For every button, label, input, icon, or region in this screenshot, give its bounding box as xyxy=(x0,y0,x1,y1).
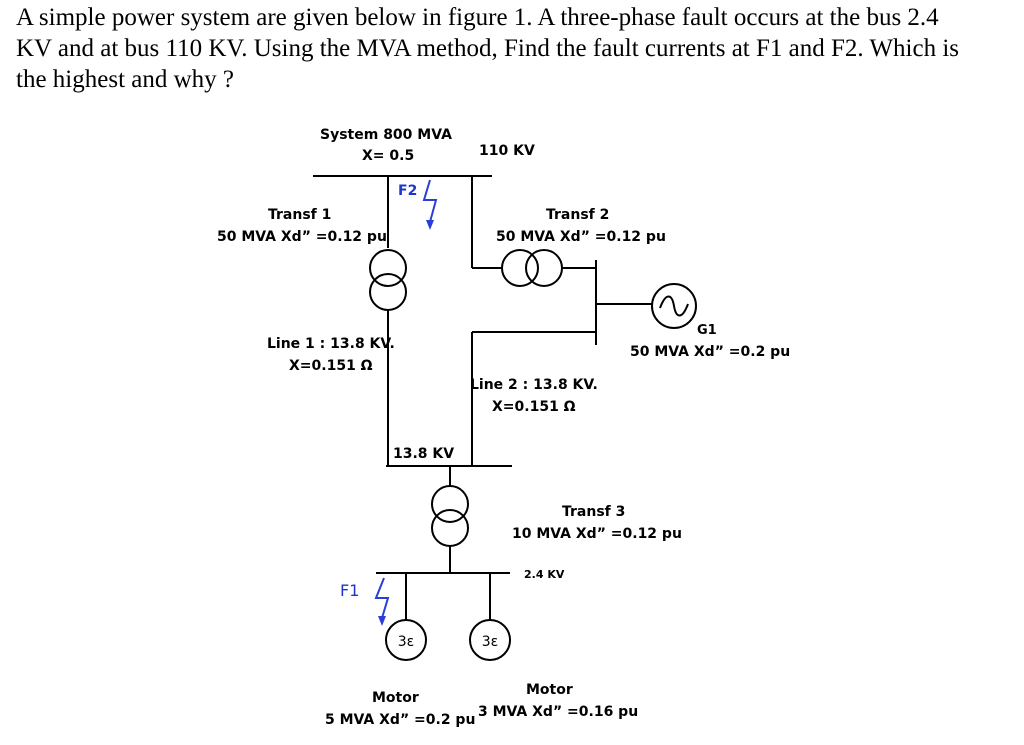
motor1-rating: 5 MVA Xd” =0.2 pu xyxy=(325,712,475,728)
system-label: System 800 MVA xyxy=(320,127,452,143)
transf3-coil-top xyxy=(431,485,469,523)
motor1-symbol xyxy=(385,619,427,661)
line1-label: Line 1 : 13.8 KV. xyxy=(267,336,395,352)
fault-f1-label: F1 xyxy=(340,581,359,600)
bus-2-4kv-label: 2.4 KV xyxy=(524,568,565,581)
transf1-rating: 50 MVA Xd” =0.12 pu xyxy=(217,229,387,245)
fault-f2-arrow-icon xyxy=(422,179,438,223)
motor1-symbol-label: 3ε xyxy=(398,634,414,650)
transf3-coil-bottom xyxy=(431,509,469,547)
generator-rating: 50 MVA Xd” =0.2 pu xyxy=(630,344,790,360)
transf2-rating: 50 MVA Xd” =0.12 pu xyxy=(496,229,666,245)
question-text: A simple power system are given below in… xyxy=(16,2,1016,95)
generator-name: G1 xyxy=(697,323,717,338)
fault-f1-arrow-icon xyxy=(374,577,390,619)
bus-13-8kv-label: 13.8 KV xyxy=(393,446,454,462)
motor2-symbol-label: 3ε xyxy=(482,634,498,650)
transf3-rating: 10 MVA Xd” =0.12 pu xyxy=(512,526,682,542)
transf1-label: Transf 1 xyxy=(268,207,331,223)
question-line-3: the highest and why ? xyxy=(16,66,235,93)
question-line-1: A simple power system are given below in… xyxy=(16,4,939,31)
fault-f2-label: F2 xyxy=(398,183,417,199)
fault-f1-arrowhead xyxy=(378,616,386,626)
question-line-2: KV and at bus 110 KV. Using the MVA meth… xyxy=(16,35,960,62)
line2-x-label: X=0.151 Ω xyxy=(492,399,576,415)
fault-f2-arrowhead xyxy=(426,220,434,230)
line1-x-label: X=0.151 Ω xyxy=(289,358,373,374)
transf1-coil-top xyxy=(369,249,407,287)
bus-110kv-label: 110 KV xyxy=(479,143,535,159)
transf3-label: Transf 3 xyxy=(562,504,625,520)
system-x-label: X= 0.5 xyxy=(362,148,414,164)
motor2-rating: 3 MVA Xd” =0.16 pu xyxy=(478,704,638,720)
generator-sine-icon xyxy=(659,295,689,317)
transf2-coil-left xyxy=(501,249,539,287)
transf2-label: Transf 2 xyxy=(546,207,609,223)
line2-label: Line 2 : 13.8 KV. xyxy=(470,377,598,393)
generator-g1-symbol xyxy=(651,283,697,329)
motor1-label: Motor xyxy=(372,690,419,706)
motor2-label: Motor xyxy=(526,682,573,698)
motor2-symbol xyxy=(469,619,511,661)
transf2-coil-right xyxy=(525,249,563,287)
transf1-coil-bottom xyxy=(369,273,407,311)
